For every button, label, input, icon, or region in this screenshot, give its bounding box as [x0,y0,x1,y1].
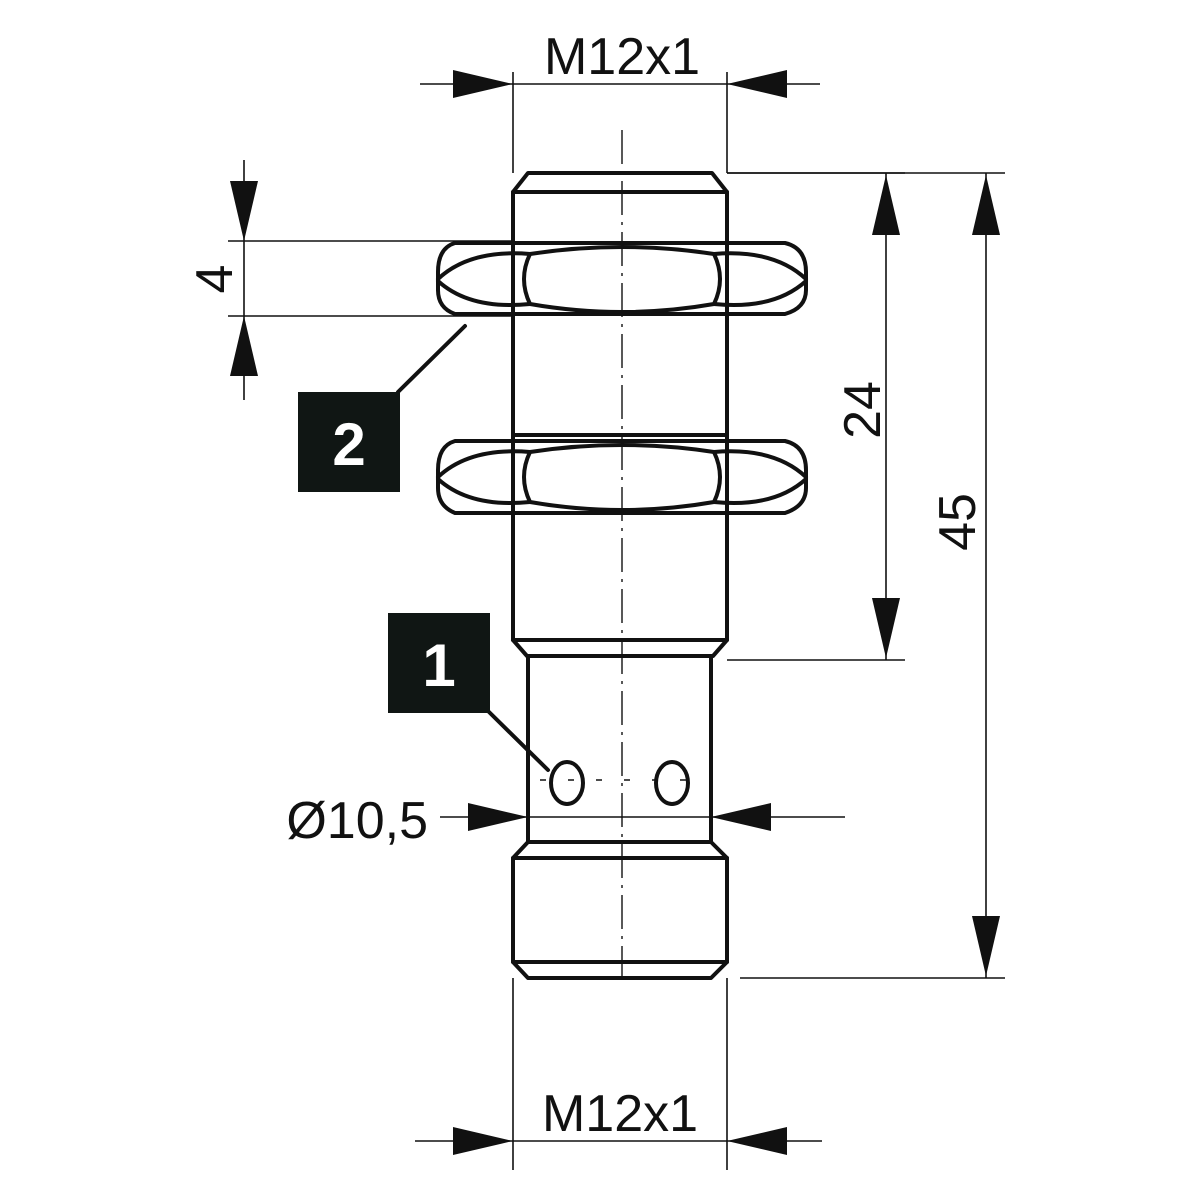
dim-thread-length: 24 [727,172,905,661]
dim-nut-thickness: 4 [186,160,513,400]
dim-top-thread: M12x1 [420,28,820,173]
led-indicator-left [549,760,585,806]
callout-2-label: 2 [332,411,365,478]
led-indicator-right [654,760,690,806]
lower-connector-thread [511,840,729,980]
callout-2: 2 [298,324,467,492]
nut-thickness-label: 4 [186,265,244,294]
callout-1: 1 [388,613,550,772]
body-diameter-label: Ø10,5 [286,792,428,850]
dim-bottom-thread: M12x1 [415,978,822,1170]
thread-length-label: 24 [834,381,892,439]
bottom-thread-label: M12x1 [542,1085,698,1143]
top-thread-label: M12x1 [544,28,700,86]
sensor-body [526,654,713,844]
upper-hex-nut [436,241,808,316]
dim-overall-length: 45 [727,172,1005,979]
lower-hex-nut [436,439,808,515]
callout-1-label: 1 [422,632,455,699]
dim-body-diameter: Ø10,5 [286,792,845,850]
overall-length-label: 45 [929,493,987,551]
